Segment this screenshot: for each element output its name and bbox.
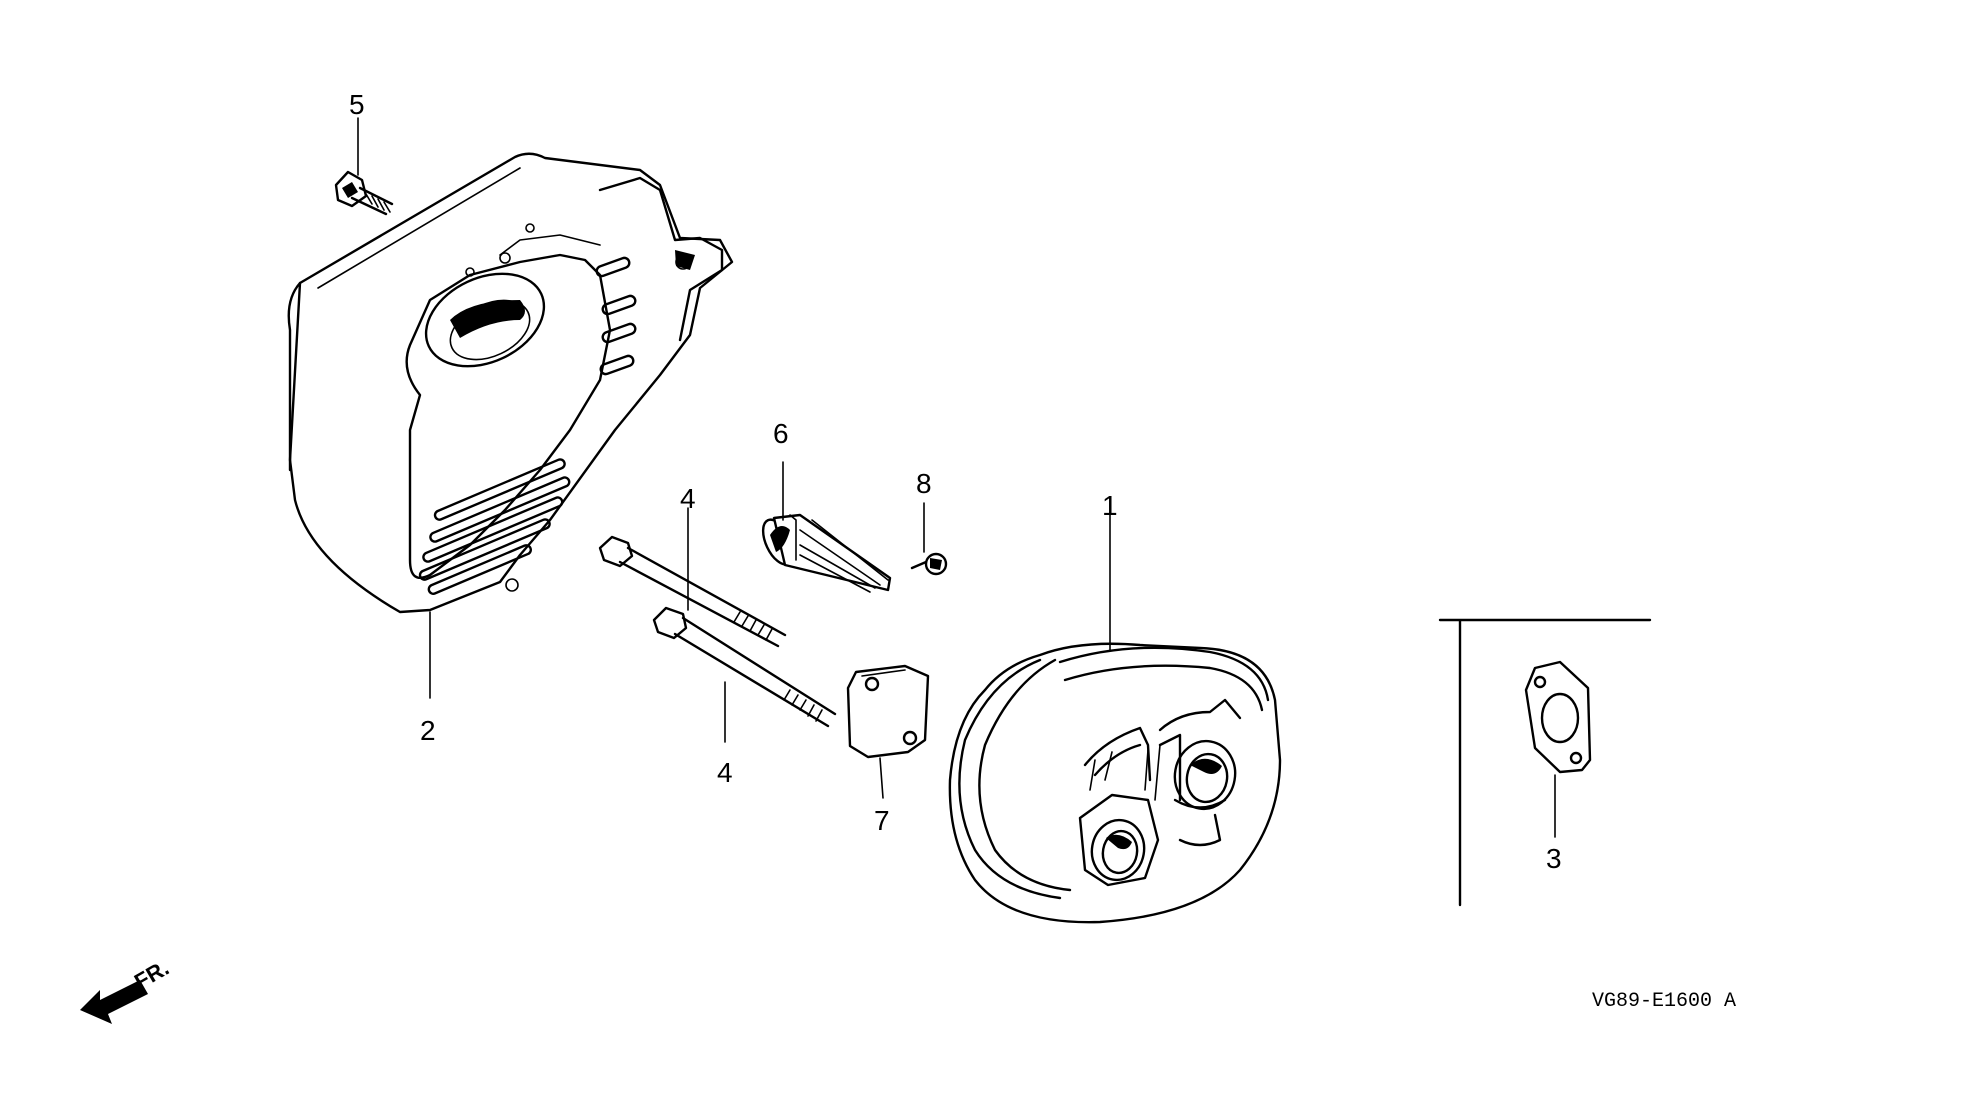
tapping-screw (910, 552, 948, 576)
exhaust-gasket (1524, 660, 1592, 774)
callout-3: 3 (1546, 843, 1562, 874)
muffler-protector (287, 152, 734, 614)
callout-7: 7 (874, 805, 890, 836)
muffler-gasket-plate (846, 664, 930, 759)
spark-arrester (761, 513, 892, 593)
callout-labels: 1 2 3 4 4 5 6 7 8 (349, 89, 1562, 874)
callout-8: 8 (916, 468, 932, 499)
leader-lines (357, 117, 1556, 838)
callout-1: 1 (1102, 490, 1118, 521)
long-bolt-upper (598, 535, 787, 648)
diagram-code: VG89-E1600 A (1592, 990, 1736, 1013)
front-direction-marker: FR. (80, 955, 173, 1024)
callout-4-upper: 4 (680, 483, 696, 514)
optional-part-bracket (1438, 618, 1652, 907)
muffler (948, 642, 1282, 924)
callout-6: 6 (773, 418, 789, 449)
callout-5: 5 (349, 89, 365, 120)
callout-4-lower: 4 (717, 757, 733, 788)
callout-2: 2 (420, 715, 436, 746)
long-bolt-lower (652, 606, 837, 728)
front-arrow-icon (80, 980, 148, 1024)
flange-bolt (334, 170, 394, 216)
